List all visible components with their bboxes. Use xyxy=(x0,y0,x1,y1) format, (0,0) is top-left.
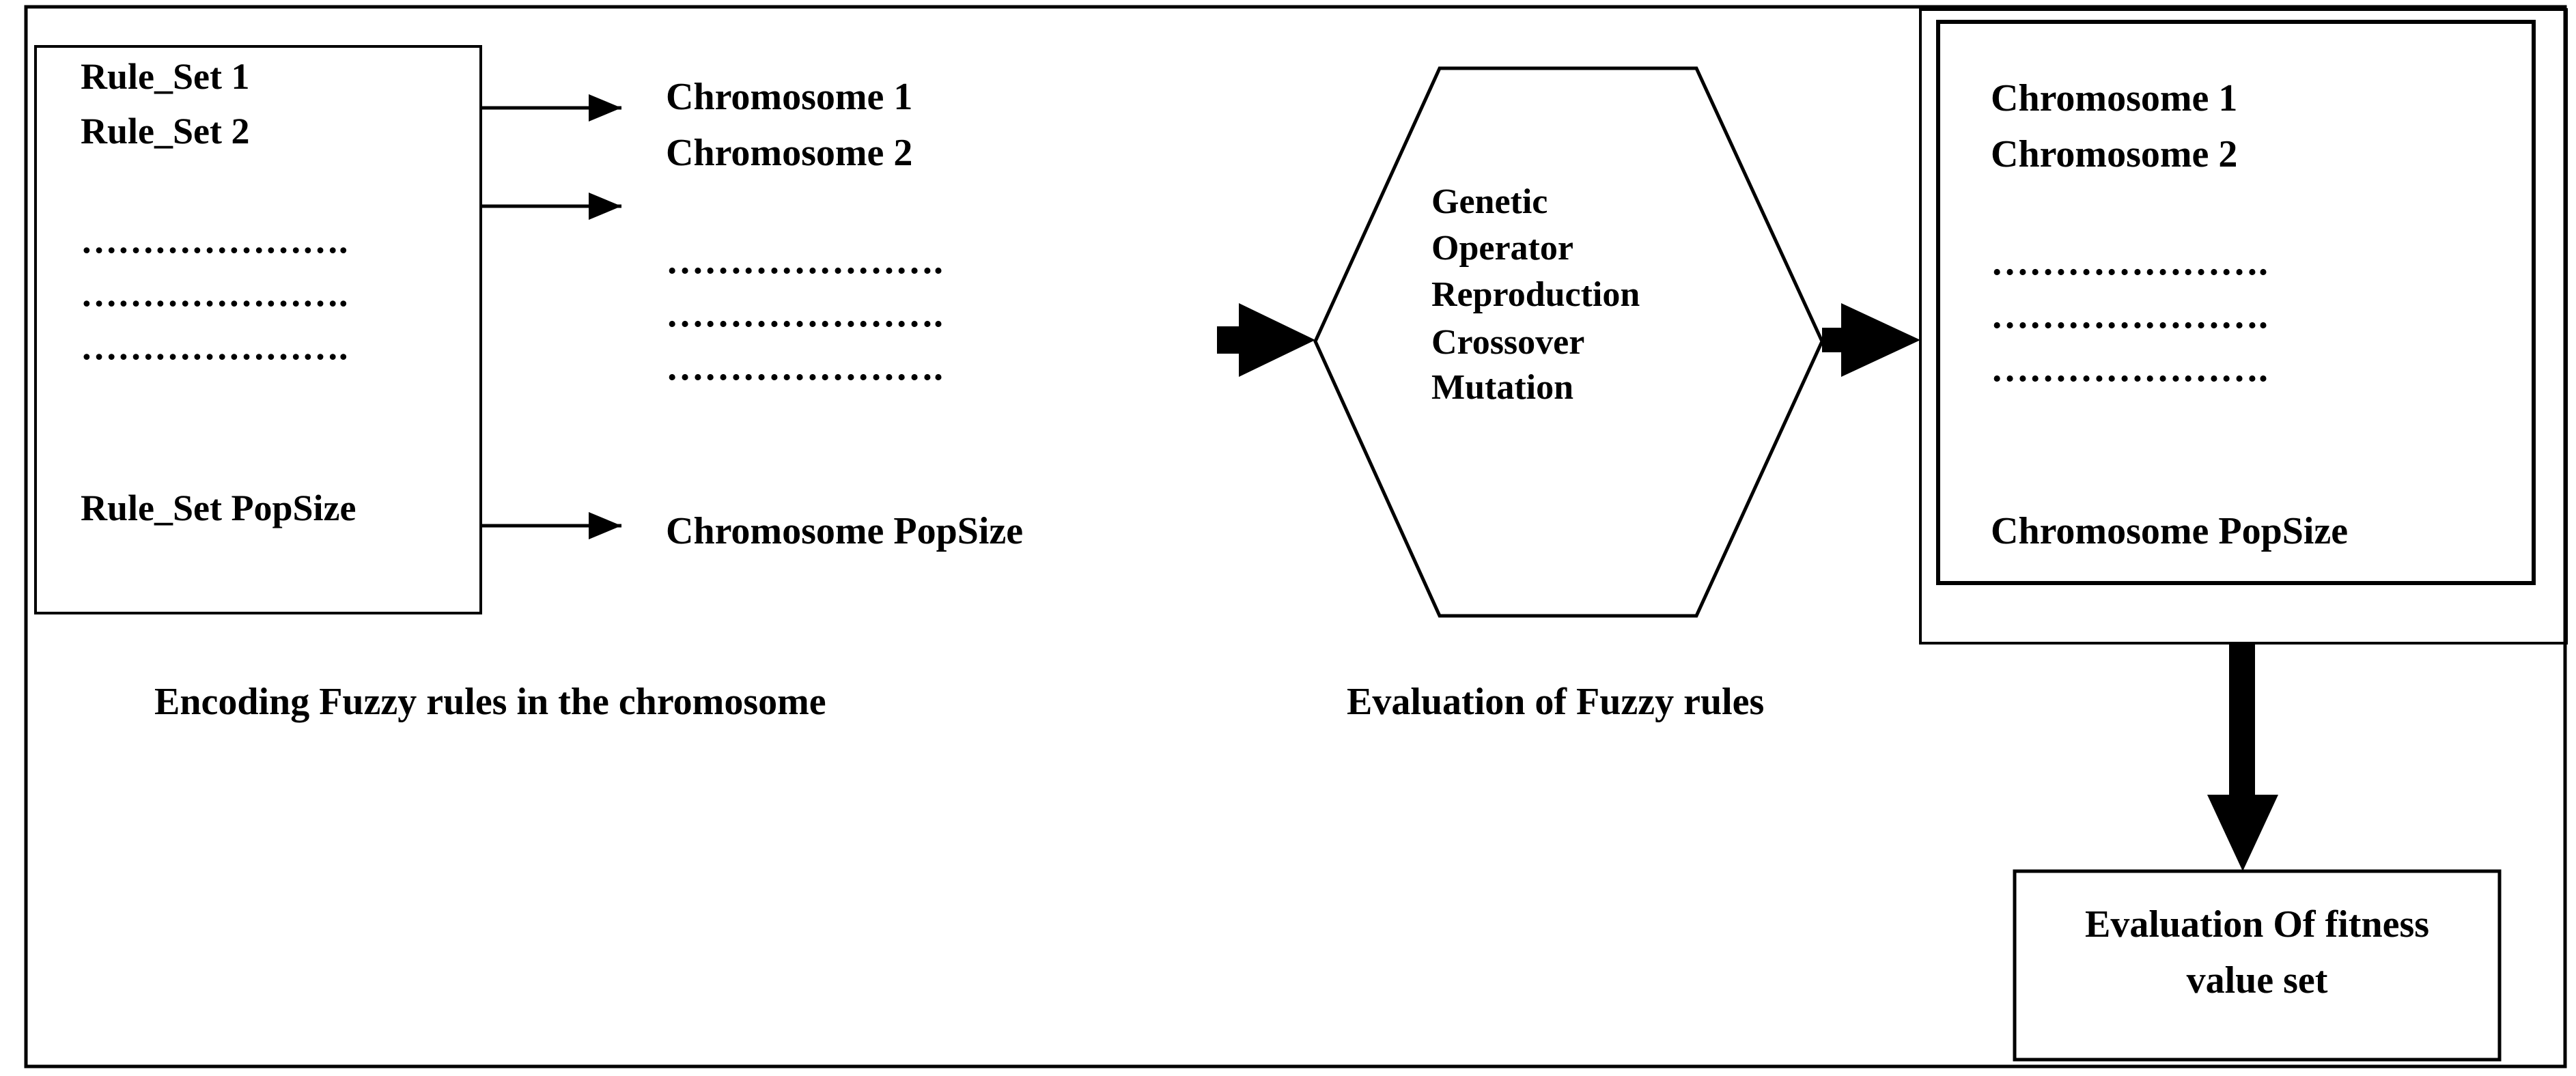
bold-arrow-to-fitness xyxy=(2207,643,2278,871)
chromosome-1-label: Chromosome 1 xyxy=(666,76,912,118)
new-population-inner-box xyxy=(1936,20,2536,585)
fitness-line-2: value set xyxy=(2187,959,2328,1002)
rule-set-dots-1: …………………. xyxy=(81,220,348,261)
fitness-evaluation-box xyxy=(2013,869,2502,1062)
chromosome-popsize-label: Chromosome PopSize xyxy=(666,510,1023,552)
operator-line-crossover: Crossover xyxy=(1431,323,1584,362)
encoding-caption: Encoding Fuzzy rules in the chromosome xyxy=(154,681,826,723)
new-chromosome-2-label: Chromosome 2 xyxy=(1991,133,2237,175)
genetic-operator-hexagon xyxy=(1313,66,1824,618)
rule-set-1-label: Rule_Set 1 xyxy=(81,56,249,97)
chromosome-dots-1: …………………. xyxy=(666,240,943,282)
new-chromosome-popsize-label: Chromosome PopSize xyxy=(1991,510,2348,552)
operator-line-genetic: Genetic xyxy=(1431,182,1548,221)
rule-set-dots-3: …………………. xyxy=(81,326,348,367)
chromosome-dots-2: …………………. xyxy=(666,293,943,335)
bold-arrow-out-of-operator xyxy=(1822,303,1920,377)
rule-set-popsize-label: Rule_Set PopSize xyxy=(81,487,356,528)
operator-line-operator: Operator xyxy=(1431,229,1573,268)
chromosome-2-label: Chromosome 2 xyxy=(666,132,912,174)
bold-arrow-into-operator xyxy=(1217,303,1315,377)
fitness-line-1: Evaluation Of fitness xyxy=(2085,903,2429,946)
new-chromosome-1-label: Chromosome 1 xyxy=(1991,77,2237,119)
new-chromosome-dots-2: …………………. xyxy=(1991,294,2268,337)
rule-set-dots-2: …………………. xyxy=(81,273,348,314)
rule-set-2-label: Rule_Set 2 xyxy=(81,111,249,152)
new-chromosome-dots-1: …………………. xyxy=(1991,241,2268,283)
rule-set-box xyxy=(34,45,482,614)
operator-line-reproduction: Reproduction xyxy=(1431,275,1640,314)
new-chromosome-dots-3: …………………. xyxy=(1991,348,2268,390)
operator-line-mutation: Mutation xyxy=(1431,368,1573,407)
chromosome-dots-3: …………………. xyxy=(666,346,943,388)
evaluation-caption: Evaluation of Fuzzy rules xyxy=(1347,681,1764,723)
